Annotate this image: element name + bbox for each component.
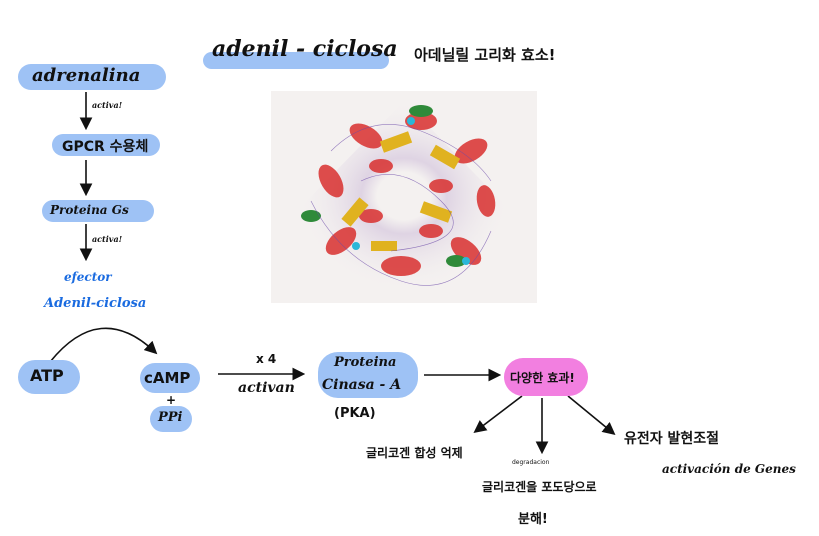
adrenalina-label: adrenalina bbox=[32, 65, 141, 86]
protein-structure-drawing bbox=[297, 101, 511, 291]
glycogen-synthesis-inhibition: 글리코겐 합성 억제 bbox=[366, 446, 463, 460]
pka-highlight bbox=[318, 352, 418, 398]
glycogen-degradation-line2: 분해! bbox=[518, 512, 548, 527]
activa-label-1: activa! bbox=[92, 100, 123, 110]
pka-abbrev-label: (PKA) bbox=[334, 406, 376, 421]
cinasa-a-label: Cinasa - A bbox=[322, 377, 402, 393]
gpcr-receptor-label: GPCR 수용체 bbox=[62, 139, 149, 155]
adenil-ciclosa-label: Adenil-ciclosa bbox=[44, 296, 147, 311]
glycogen-degradation-line1: 글리코겐을 포도당으로 bbox=[482, 480, 597, 494]
x4-label: x 4 bbox=[256, 352, 277, 366]
ppi-highlight bbox=[150, 406, 192, 432]
proteina-gs-highlight bbox=[42, 200, 154, 222]
title-highlight bbox=[203, 52, 389, 69]
proteina-label: Proteina bbox=[334, 355, 397, 370]
camp-label: cAMP bbox=[144, 369, 191, 387]
plus-sign: + bbox=[166, 393, 177, 407]
gene-activation-label: activación de Genes bbox=[662, 462, 796, 476]
camp-highlight bbox=[140, 363, 200, 393]
activan-label: activan bbox=[238, 380, 295, 396]
page-title-korean: 아데닐릴 고리화 효소! bbox=[414, 46, 556, 64]
atp-highlight bbox=[18, 360, 80, 394]
degradacion-label: degradacion bbox=[512, 459, 550, 466]
adenylyl-cyclase-protein-image bbox=[271, 91, 537, 303]
effects-label: 다양한 효과! bbox=[510, 371, 575, 385]
activa-label-2: activa! bbox=[92, 234, 123, 244]
effects-highlight bbox=[504, 358, 588, 396]
gene-regulation-label: 유전자 발현조절 bbox=[624, 431, 720, 447]
page-title: adenil - ciclosa bbox=[212, 36, 398, 62]
gpcr-highlight bbox=[52, 134, 160, 156]
efector-label: efector bbox=[64, 270, 112, 284]
proteina-gs-label: Proteina Gs bbox=[50, 203, 129, 217]
adrenalina-highlight bbox=[18, 64, 166, 90]
atp-label: ATP bbox=[30, 366, 64, 385]
ppi-label: PPi bbox=[158, 410, 183, 425]
